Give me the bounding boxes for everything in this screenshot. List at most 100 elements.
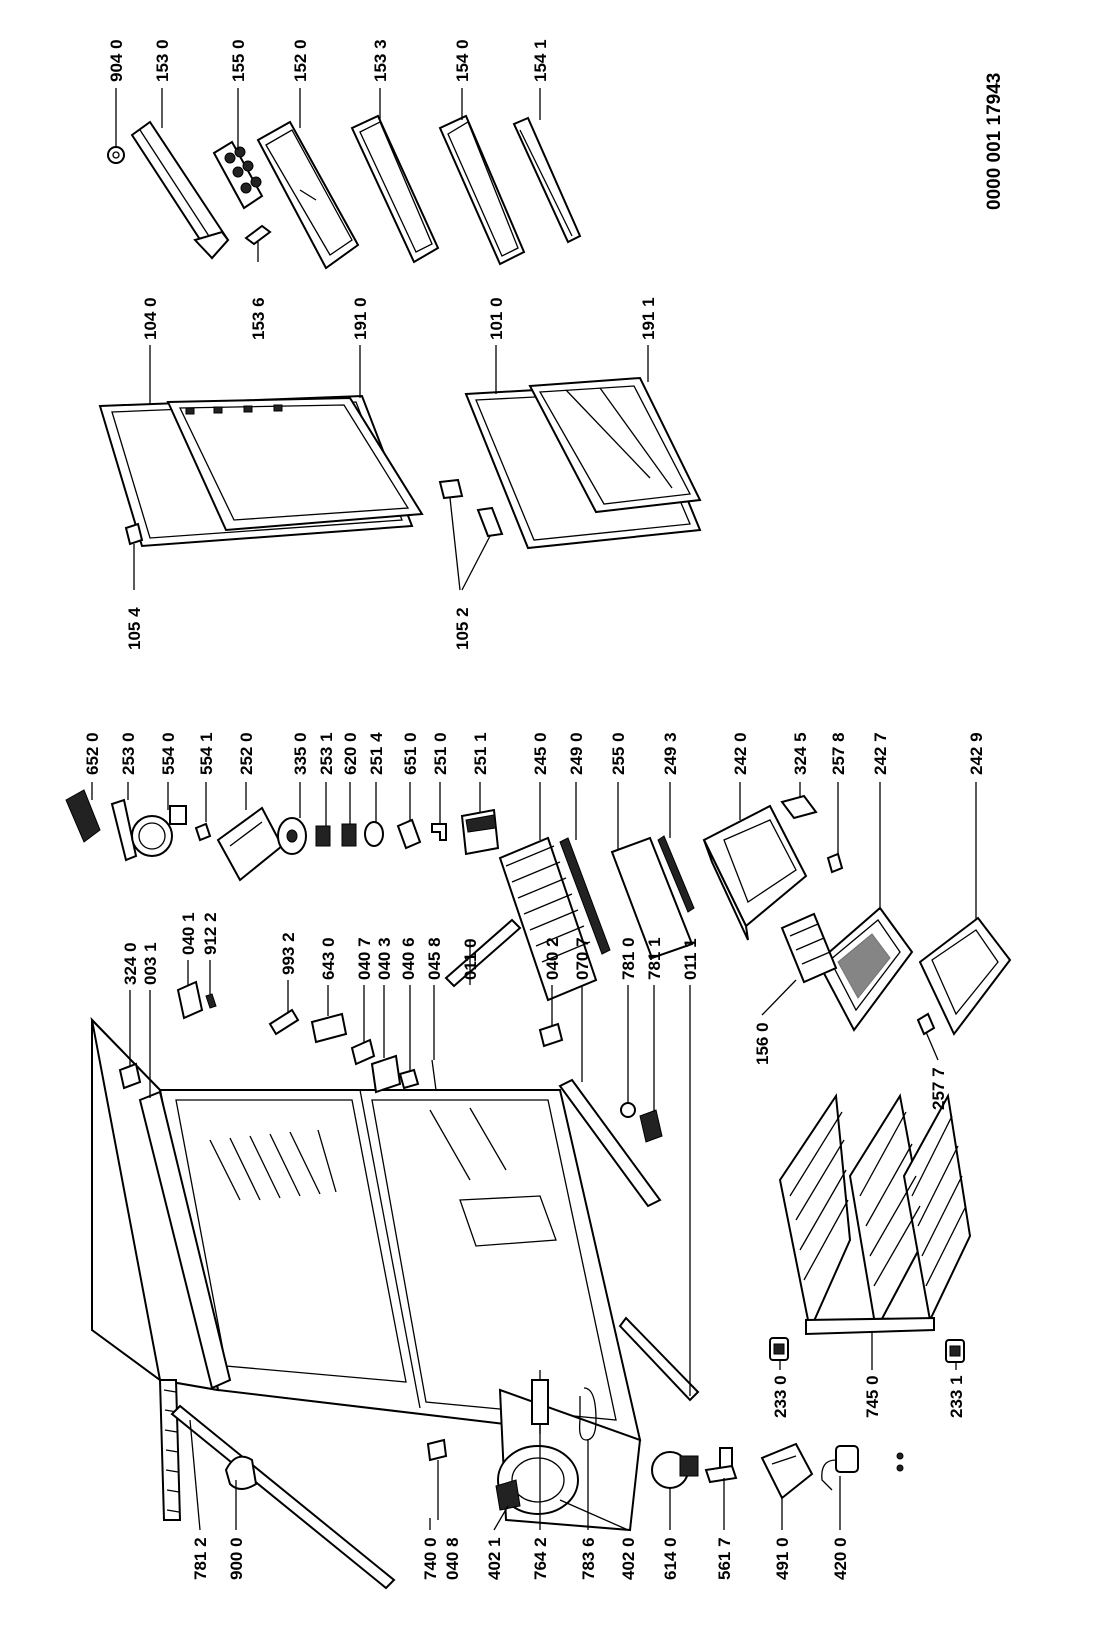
callout-040-6: 040 6 bbox=[399, 937, 418, 980]
part-643-0-plate bbox=[310, 1012, 348, 1044]
callout-155-0: 155 0 bbox=[229, 39, 248, 82]
part-153-0-balcony bbox=[130, 120, 230, 260]
callout-249-3: 249 3 bbox=[661, 732, 680, 775]
part-420-0-capacitor bbox=[821, 1445, 859, 1491]
callout-154-1: 154 1 bbox=[531, 39, 550, 82]
callout-324-5: 324 5 bbox=[791, 732, 810, 775]
callout-101-0: 101 0 bbox=[487, 297, 506, 340]
callout-242-0: 242 0 bbox=[731, 732, 750, 775]
part-554-0-fan bbox=[131, 805, 187, 857]
callout-324-0: 324 0 bbox=[121, 942, 140, 985]
part-191-0-door-gasket bbox=[166, 396, 424, 532]
callout-251-0: 251 0 bbox=[431, 732, 450, 775]
callout-257-7: 257 7 bbox=[929, 1067, 948, 1110]
callout-011-1: 011 1 bbox=[681, 938, 700, 980]
part-257-8-clip bbox=[826, 852, 844, 874]
callouts-middle: 652 0 253 0 554 0 554 1 252 0 335 0 253 … bbox=[83, 732, 986, 775]
part-912-2-screw bbox=[205, 993, 217, 1009]
callout-255-0: 255 0 bbox=[609, 732, 628, 775]
callout-233-1: 233 1 bbox=[947, 1375, 966, 1418]
callout-783-6: 783 6 bbox=[579, 1537, 598, 1580]
part-651-0-bulb bbox=[396, 818, 422, 850]
part-153-6-clip bbox=[244, 224, 272, 246]
part-011-1-rail bbox=[618, 1316, 700, 1402]
callout-561-7: 561 7 bbox=[715, 1537, 734, 1580]
callout-153-6: 153 6 bbox=[249, 297, 268, 340]
part-105-2-hinge bbox=[438, 478, 464, 500]
callout-154-0: 154 0 bbox=[453, 39, 472, 82]
callout-912-2: 912 2 bbox=[201, 912, 220, 955]
callout-040-8: 040 8 bbox=[443, 1537, 462, 1580]
part-040-2-hinge bbox=[538, 1022, 564, 1048]
part-040-6-bracket bbox=[398, 1068, 420, 1090]
part-153-3-balcony bbox=[350, 114, 440, 264]
callout-620-0: 620 0 bbox=[341, 732, 360, 775]
part-324-5-cover bbox=[780, 794, 818, 820]
part-614-0-overload bbox=[651, 1451, 699, 1489]
part-251-0-bracket bbox=[431, 823, 447, 841]
callouts-doors: 105 4 104 0 191 0 105 2 101 0 191 1 bbox=[125, 297, 658, 650]
part-233-0-foot bbox=[769, 1337, 789, 1361]
callout-491-0: 491 0 bbox=[773, 1537, 792, 1580]
part-251-1-housing bbox=[460, 808, 500, 856]
part-620-0-switch bbox=[341, 823, 357, 847]
doors-group: 105 4 104 0 191 0 105 2 101 0 191 1 bbox=[98, 297, 702, 650]
callouts-right-top: 904 0 153 0 155 0 152 0 153 3 154 0 154 … bbox=[107, 39, 550, 340]
callout-781-2: 781 2 bbox=[191, 1537, 210, 1580]
part-491-0-cover bbox=[760, 1442, 814, 1500]
part-249-0-shelf-trim bbox=[559, 837, 611, 955]
part-191-1-door-gasket bbox=[528, 376, 702, 514]
part-242-9-freezer-drawer bbox=[918, 916, 1012, 1036]
part-402-1-relay bbox=[495, 1479, 521, 1511]
callout-554-1: 554 1 bbox=[197, 732, 216, 775]
part-781-1-cap bbox=[639, 1109, 663, 1143]
part-335-0-knob bbox=[277, 817, 307, 855]
part-155-0-egg-tray bbox=[212, 140, 264, 210]
callout-105-2: 105 2 bbox=[453, 607, 472, 650]
callout-402-0: 402 0 bbox=[619, 1537, 638, 1580]
callout-003-1: 003 1 bbox=[141, 942, 160, 985]
part-242-7-freezer-drawer bbox=[816, 906, 914, 1032]
callout-104-0: 104 0 bbox=[141, 297, 160, 340]
callout-233-0: 233 0 bbox=[771, 1375, 790, 1418]
part-154-0-balcony bbox=[438, 114, 526, 266]
callout-251-1: 251 1 bbox=[471, 732, 490, 775]
callout-740-0: 740 0 bbox=[421, 1537, 440, 1580]
callout-252-0: 252 0 bbox=[237, 732, 256, 775]
part-156-0-ice-tray bbox=[780, 912, 838, 984]
part-904-0-knob bbox=[107, 146, 125, 164]
callout-251-4: 251 4 bbox=[367, 732, 386, 775]
callout-242-7: 242 7 bbox=[871, 732, 890, 775]
part-040-1-hinge bbox=[176, 980, 204, 1020]
part-561-7-starter bbox=[704, 1447, 738, 1484]
callout-745-0: 745 0 bbox=[863, 1375, 882, 1418]
callout-153-0: 153 0 bbox=[153, 39, 172, 82]
callout-904-0: 904 0 bbox=[107, 39, 126, 82]
callout-335-0: 335 0 bbox=[291, 732, 310, 775]
callouts-upper-left: 324 0 003 1 040 1 912 2 993 2 643 0 040 … bbox=[121, 912, 700, 985]
part-233-1-foot bbox=[945, 1339, 965, 1363]
callout-643-0: 643 0 bbox=[319, 937, 338, 980]
part-781-0-cap bbox=[620, 1102, 636, 1118]
callout-040-2: 040 2 bbox=[543, 937, 562, 980]
part-781-2-strip bbox=[170, 1404, 396, 1590]
callout-651-0: 651 0 bbox=[401, 732, 420, 775]
part-003-1-top-trim bbox=[138, 1090, 232, 1390]
callout-070-7: 070 7 bbox=[573, 937, 592, 980]
part-253-0-bulb-holder bbox=[110, 798, 138, 862]
callout-045-8: 045 8 bbox=[425, 937, 444, 980]
door-shelves-group: 904 0 153 0 155 0 152 0 153 3 154 0 154 … bbox=[107, 39, 1005, 340]
callout-011-0: 011 0 bbox=[461, 938, 480, 980]
callout-993-2: 993 2 bbox=[279, 932, 298, 975]
document-number: 0000 001 17943 bbox=[984, 73, 1005, 210]
part-993-2-sensor bbox=[268, 1008, 300, 1036]
part-745-0-wire-baskets bbox=[778, 1092, 972, 1336]
callout-652-0: 652 0 bbox=[83, 732, 102, 775]
part-783-6-clip bbox=[578, 1387, 597, 1441]
part-040-7-bracket bbox=[350, 1038, 376, 1066]
cabinet-group: 324 0 003 1 040 1 912 2 993 2 643 0 040 … bbox=[90, 912, 700, 1532]
callout-253-1: 253 1 bbox=[317, 732, 336, 775]
callout-242-9: 242 9 bbox=[967, 732, 986, 775]
part-040-3-hinge bbox=[370, 1054, 402, 1094]
part-255-0-glass-shelf bbox=[610, 836, 694, 960]
